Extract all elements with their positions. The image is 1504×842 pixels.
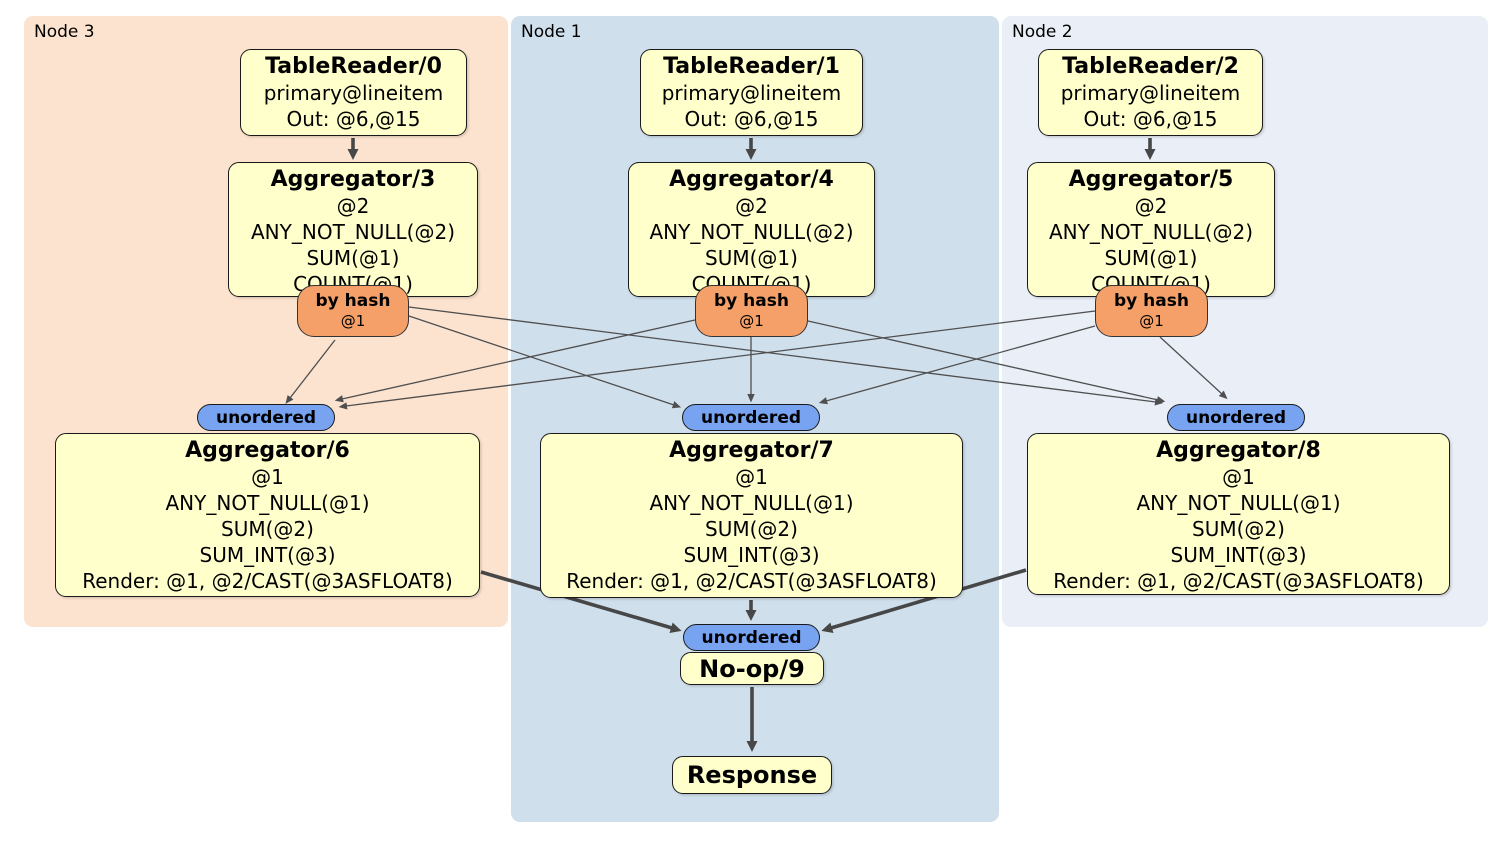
sync-unordered-8: unordered (1167, 404, 1305, 431)
processor-detail: ANY_NOT_NULL(@2) (649, 220, 854, 244)
processor-detail: Out: @6,@15 (684, 107, 819, 131)
processor-detail: ANY_NOT_NULL(@2) (1049, 220, 1253, 244)
processor-detail: SUM(@1) (705, 246, 798, 270)
processor-noop-9: No-op/9 (680, 652, 824, 685)
router-by-hash-5: by hash @1 (1095, 285, 1208, 337)
processor-detail: @2 (735, 194, 768, 218)
edge-aggregator6-unordered9 (480, 570, 682, 633)
edge-byhash5-unordered6 (338, 310, 1096, 410)
sync-label: unordered (215, 407, 317, 428)
processor-detail: @1 (1222, 465, 1255, 489)
router-by-hash-4: by hash @1 (695, 285, 808, 337)
response-box: Response (672, 756, 832, 794)
router-label: by hash (1114, 291, 1189, 311)
router-detail: @1 (739, 312, 764, 330)
processor-aggregator-7: Aggregator/7 @1 ANY_NOT_NULL(@1) SUM(@2)… (540, 433, 963, 598)
processor-detail: SUM_INT(@3) (199, 543, 336, 567)
sync-unordered-7: unordered (682, 404, 820, 431)
processor-title: Aggregator/6 (185, 438, 350, 463)
processor-detail: ANY_NOT_NULL(@2) (251, 220, 455, 244)
panel-node-1-label: Node 1 (521, 22, 582, 42)
processor-detail: @1 (735, 465, 768, 489)
processor-detail: SUM_INT(@3) (1170, 543, 1307, 567)
processor-title: No-op/9 (699, 654, 805, 683)
sync-unordered-6: unordered (197, 404, 335, 431)
router-detail: @1 (340, 312, 366, 330)
router-detail: @1 (1139, 312, 1164, 330)
panel-node-2-label: Node 2 (1012, 22, 1073, 42)
edge-byhash5-unordered8 (1159, 336, 1228, 400)
router-label: by hash (714, 291, 789, 311)
processor-detail: SUM(@1) (306, 246, 400, 270)
processor-aggregator-6: Aggregator/6 @1 ANY_NOT_NULL(@1) SUM(@2)… (55, 433, 480, 597)
processor-tablereader-0: TableReader/0 primary@lineitem Out: @6,@… (240, 49, 467, 136)
processor-detail: Render: @1, @2/CAST(@3ASFLOAT8) (566, 569, 937, 593)
edge-byhash3-unordered8 (408, 306, 1164, 406)
processor-detail: ANY_NOT_NULL(@1) (165, 491, 370, 515)
processor-detail: Out: @6,@15 (286, 107, 421, 131)
processor-detail: Render: @1, @2/CAST(@3ASFLOAT8) (82, 569, 453, 593)
processor-detail: ANY_NOT_NULL(@1) (649, 491, 854, 515)
processor-detail: ANY_NOT_NULL(@1) (1136, 491, 1341, 515)
processor-detail: primary@lineitem (263, 81, 444, 105)
processor-title: TableReader/2 (1062, 54, 1239, 79)
processor-title: Aggregator/7 (669, 438, 834, 463)
processor-detail: Out: @6,@15 (1083, 107, 1218, 131)
processor-title: TableReader/0 (265, 54, 442, 79)
processor-detail: SUM(@2) (221, 517, 314, 541)
processor-detail: @2 (1134, 194, 1168, 218)
processor-detail: @2 (336, 194, 370, 218)
processor-title: Aggregator/5 (1068, 167, 1234, 192)
processor-detail: SUM_INT(@3) (683, 543, 820, 567)
processor-aggregator-3: Aggregator/3 @2 ANY_NOT_NULL(@2) SUM(@1)… (228, 162, 478, 297)
sync-label: unordered (701, 627, 802, 648)
processor-title: TableReader/1 (663, 54, 840, 79)
processor-detail: primary@lineitem (661, 81, 842, 105)
processor-detail: SUM(@2) (1192, 517, 1285, 541)
processor-tablereader-2: TableReader/2 primary@lineitem Out: @6,@… (1038, 49, 1263, 136)
processor-aggregator-4: Aggregator/4 @2 ANY_NOT_NULL(@2) SUM(@1)… (628, 162, 875, 297)
sync-unordered-9: unordered (683, 624, 820, 651)
sync-label: unordered (1185, 407, 1287, 428)
processor-title: Response (686, 761, 818, 789)
edge-byhash4-unordered8 (807, 320, 1166, 404)
processor-title: Aggregator/3 (270, 167, 436, 192)
panel-node-3-label: Node 3 (34, 22, 95, 42)
processor-title: Aggregator/8 (1156, 438, 1321, 463)
processor-tablereader-1: TableReader/1 primary@lineitem Out: @6,@… (640, 49, 863, 136)
router-label: by hash (315, 291, 391, 311)
processor-title: Aggregator/4 (669, 167, 834, 192)
processor-aggregator-8: Aggregator/8 @1 ANY_NOT_NULL(@1) SUM(@2)… (1027, 433, 1450, 595)
processor-detail: primary@lineitem (1060, 81, 1241, 105)
edge-aggregator8-unordered9 (821, 568, 1027, 633)
processor-detail: SUM(@2) (705, 517, 798, 541)
processor-aggregator-5: Aggregator/5 @2 ANY_NOT_NULL(@2) SUM(@1)… (1027, 162, 1275, 297)
processor-detail: @1 (251, 465, 284, 489)
edge-byhash5-unordered7 (818, 325, 1096, 405)
sync-label: unordered (700, 407, 802, 428)
router-by-hash-3: by hash @1 (297, 285, 409, 337)
processor-detail: SUM(@1) (1104, 246, 1198, 270)
processor-detail: Render: @1, @2/CAST(@3ASFLOAT8) (1053, 569, 1424, 593)
edge-byhash4-unordered6 (334, 319, 696, 403)
edge-byhash3-unordered6 (285, 339, 336, 404)
edge-byhash3-unordered7 (408, 315, 682, 409)
